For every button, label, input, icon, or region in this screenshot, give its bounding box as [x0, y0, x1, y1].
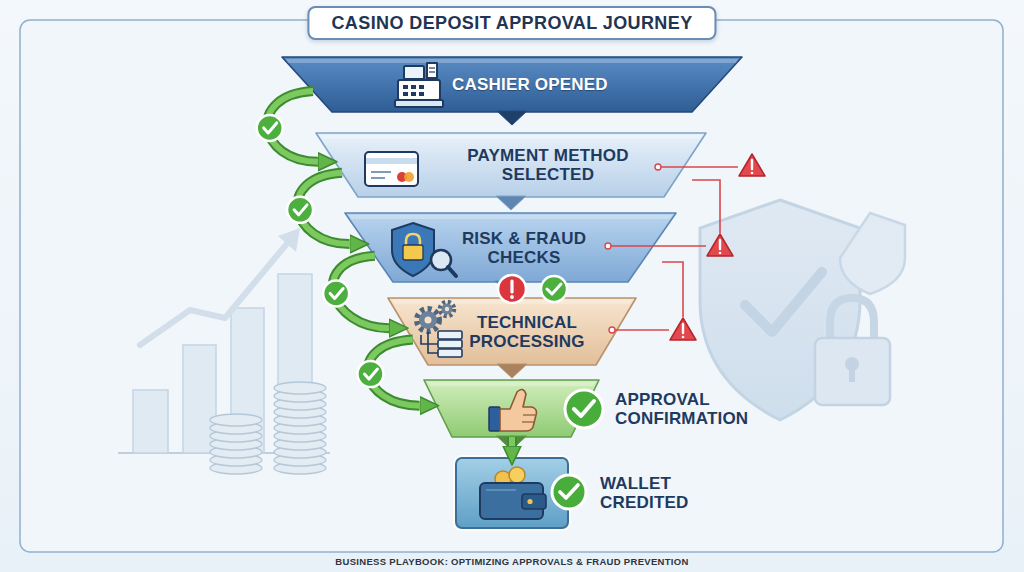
- wallet-icon: [480, 467, 546, 519]
- title-text: CASINO DEPOSIT APPROVAL JOURNEY: [331, 13, 692, 34]
- check-badge: [552, 475, 586, 509]
- funnel-stage: TECHNICAL PROCESSING: [388, 298, 636, 365]
- check-badge: [323, 280, 349, 306]
- leader-dots: [605, 164, 661, 333]
- arrow-outline: [507, 437, 517, 446]
- alert-badge: [498, 275, 526, 303]
- flow-arrow: [512, 437, 513, 446]
- stage-label: TECHNICAL PROCESSING: [462, 312, 592, 350]
- check-badge: [257, 115, 283, 141]
- funnel-stage: WALLET CREDITED: [456, 458, 568, 528]
- funnel-stage: APPROVAL CONFIRMATION: [424, 380, 599, 437]
- funnel-stage: CASHIER OPENED: [282, 57, 742, 112]
- arrow-line: [509, 437, 515, 446]
- warning-triangle: [670, 318, 696, 340]
- caption-text: BUSINESS PLAYBOOK: OPTIMIZING APPROVALS …: [0, 556, 1024, 567]
- padlock-watermark: [815, 298, 890, 405]
- check-badge: [565, 390, 603, 428]
- funnel-stage: PAYMENT METHOD SELECTED: [316, 133, 706, 197]
- flow-arrow: [257, 91, 318, 162]
- title-box: CASINO DEPOSIT APPROVAL JOURNEY: [307, 6, 716, 40]
- warning-triangle: [707, 234, 733, 256]
- coin-stacks: [210, 382, 326, 474]
- stage-label: WALLET CREDITED: [600, 474, 710, 512]
- warning-leaders: [608, 167, 738, 330]
- funnel-stage: RISK & FRAUD CHECKS: [345, 213, 676, 282]
- stage-label: PAYMENT METHOD SELECTED: [458, 146, 638, 184]
- thumbs-up-icon: [489, 389, 537, 431]
- cash-register-icon: [395, 63, 443, 107]
- check-badge: [357, 361, 383, 387]
- outer-frame: [20, 20, 1003, 552]
- bar-chart: [118, 228, 330, 453]
- flow-arrow: [357, 340, 419, 406]
- gears-server-icon: [417, 302, 462, 357]
- shield-lock-icon: [392, 223, 456, 276]
- check-badge: [287, 197, 313, 223]
- stage-label: CASHIER OPENED: [452, 75, 608, 94]
- check-badge: [541, 276, 567, 302]
- shield-watermark: [700, 200, 905, 420]
- flow-arrow: [287, 173, 350, 244]
- card-icon: [365, 152, 418, 186]
- flow-arrow: [323, 256, 389, 328]
- stage-label: RISK & FRAUD CHECKS: [449, 228, 599, 266]
- stage-shape: [456, 458, 568, 528]
- stage-shape: [424, 380, 599, 437]
- stage-label: APPROVAL CONFIRMATION: [615, 389, 765, 427]
- warning-triangle: [739, 154, 765, 176]
